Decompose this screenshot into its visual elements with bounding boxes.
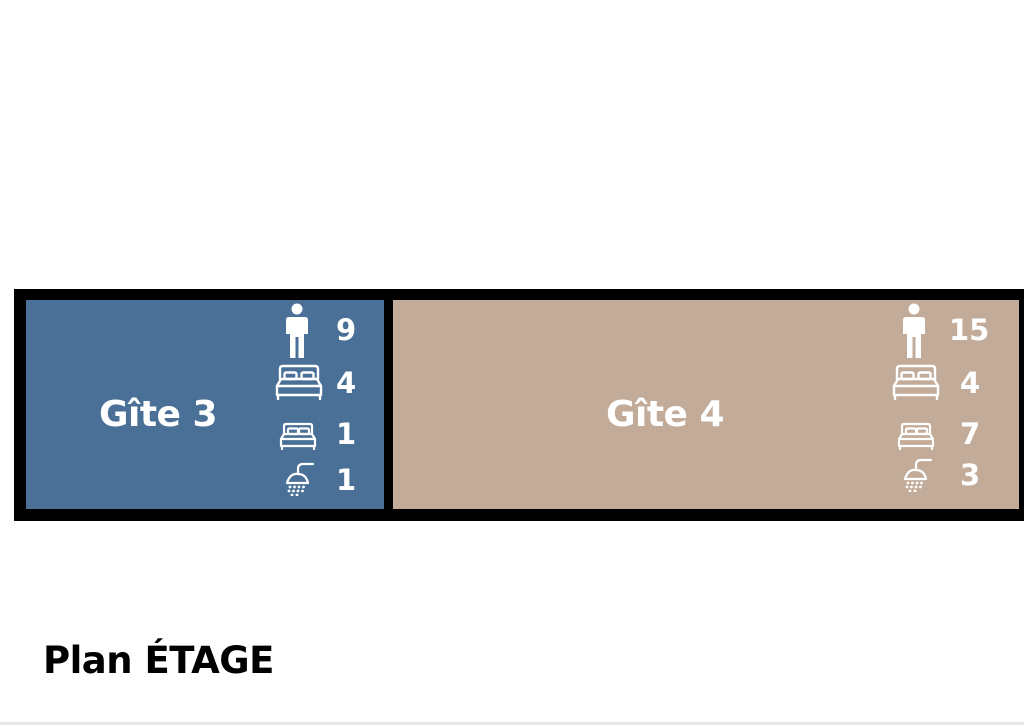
single-beds-count: 1 [336, 417, 357, 451]
shower-icon [285, 462, 315, 496]
floor-plan: Gîte 3 9 4 [14, 289, 1024, 521]
bottom-divider [0, 722, 1024, 725]
person-icon [286, 303, 308, 358]
double-beds-count: 4 [336, 366, 357, 400]
room-title: Gîte 3 [98, 394, 218, 435]
room-gite-4: Gîte 4 15 4 [393, 300, 1019, 509]
single-bed-icon [897, 422, 935, 450]
plan-label: Plan ÉTAGE [43, 639, 274, 682]
double-beds-count: 4 [960, 366, 981, 400]
guests-count: 9 [336, 313, 357, 347]
double-bed-icon [275, 364, 323, 400]
showers-count: 3 [960, 458, 981, 492]
double-bed-icon [892, 364, 940, 400]
room-title: Gîte 4 [605, 394, 725, 435]
room-gite-3: Gîte 3 9 4 [26, 300, 384, 509]
guests-count: 15 [949, 313, 990, 347]
person-icon [903, 303, 925, 358]
single-bed-icon [279, 422, 317, 450]
showers-count: 1 [336, 463, 357, 497]
shower-icon [903, 458, 933, 492]
single-beds-count: 7 [960, 417, 981, 451]
